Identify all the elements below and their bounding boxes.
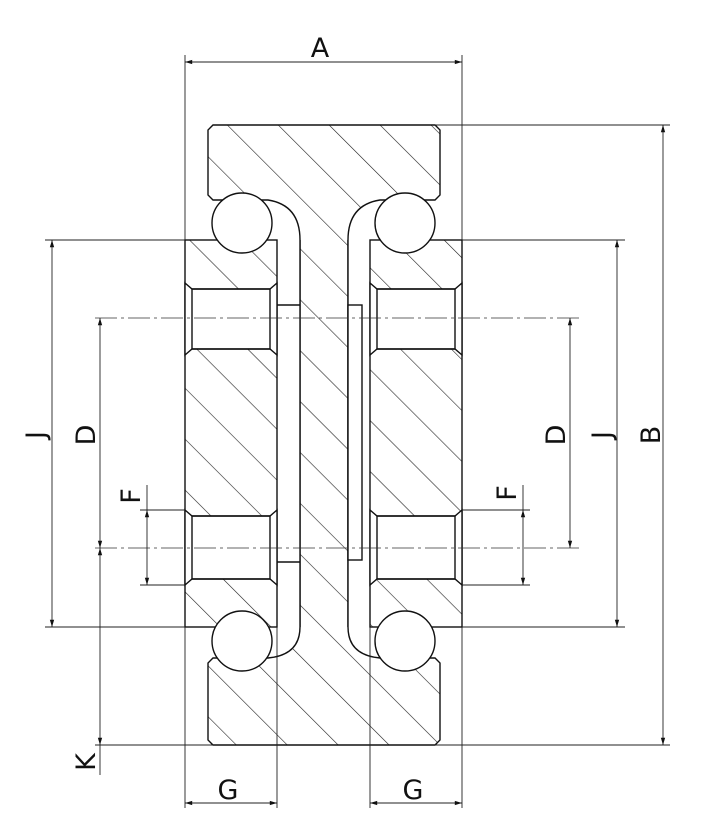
right-carriage <box>369 239 463 628</box>
label-J-left: J <box>21 431 52 441</box>
label-A: A <box>311 33 330 64</box>
left-lower-hole <box>184 508 278 587</box>
label-F-right: F <box>492 485 523 501</box>
label-G-left: G <box>218 775 239 806</box>
label-B: B <box>636 426 667 445</box>
left-cage-strip <box>277 304 300 563</box>
left-upper-hole <box>184 281 278 357</box>
ball-bottom-left <box>211 610 273 672</box>
label-G-right: G <box>403 775 424 806</box>
right-upper-hole <box>369 281 463 357</box>
label-F-left: F <box>116 488 147 504</box>
ball-top-left <box>211 192 273 254</box>
label-J-right: J <box>587 431 618 441</box>
label-D-left: D <box>71 425 102 446</box>
ball-top-right <box>374 192 436 254</box>
ball-bottom-right <box>374 610 436 672</box>
left-carriage <box>184 239 278 628</box>
right-lower-hole <box>369 508 463 587</box>
label-D-right: D <box>541 425 572 446</box>
left-gap <box>277 240 300 627</box>
label-K: K <box>71 752 102 771</box>
right-cage-strip <box>347 304 363 561</box>
